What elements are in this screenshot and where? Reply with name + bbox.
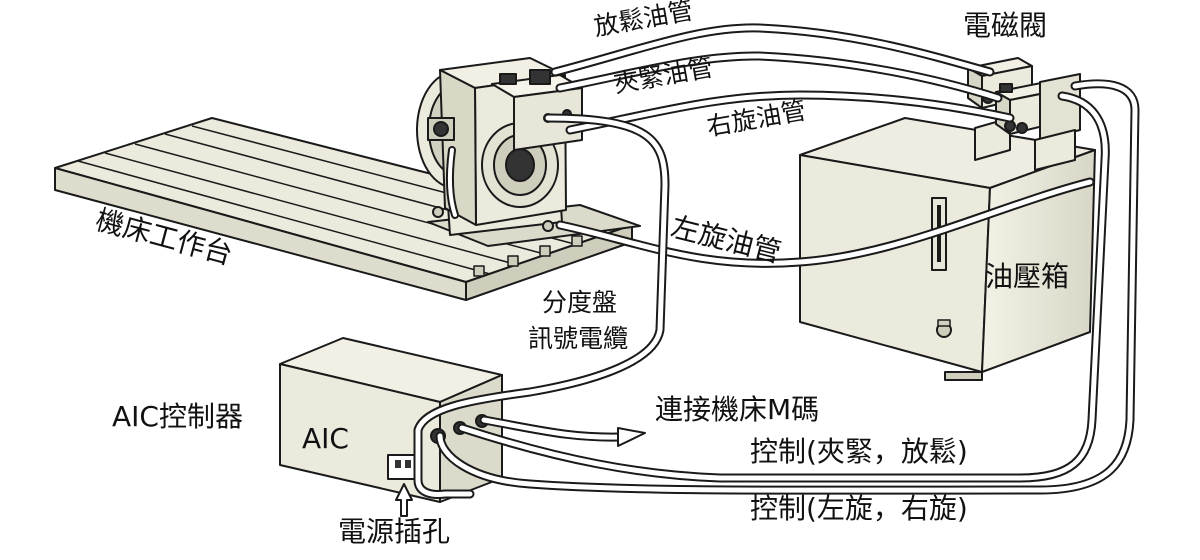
indexer-signal-cable-label-line2: 訊號電纜 (528, 324, 629, 353)
control-clamp-release-label: 控制(夾緊，放鬆) (750, 435, 968, 468)
hydraulic-tank (799, 117, 1096, 381)
power-socket-label: 電源插孔 (338, 515, 451, 548)
indexer-signal-cable-label-line1: 分度盤 (542, 288, 618, 317)
connect-m-code-label: 連接機床M碼 (655, 393, 820, 426)
hydraulic-tank-label: 油壓箱 (985, 260, 1070, 293)
arrow-icon (617, 427, 646, 447)
rotary-indexer (416, 57, 641, 247)
power-socket-arrow-icon (395, 483, 413, 517)
m-code-cable (479, 415, 625, 442)
aic-box-label: AIC (302, 422, 349, 455)
hoses (413, 23, 1140, 499)
aic-controller-box (279, 337, 503, 503)
solenoid-valve-label: 電磁閥 (963, 9, 1048, 42)
aic-controller-label: AIC控制器 (112, 400, 243, 433)
solenoid-valves (967, 57, 1081, 171)
control-left-right-label: 控制(左旋，右旋) (750, 492, 968, 525)
